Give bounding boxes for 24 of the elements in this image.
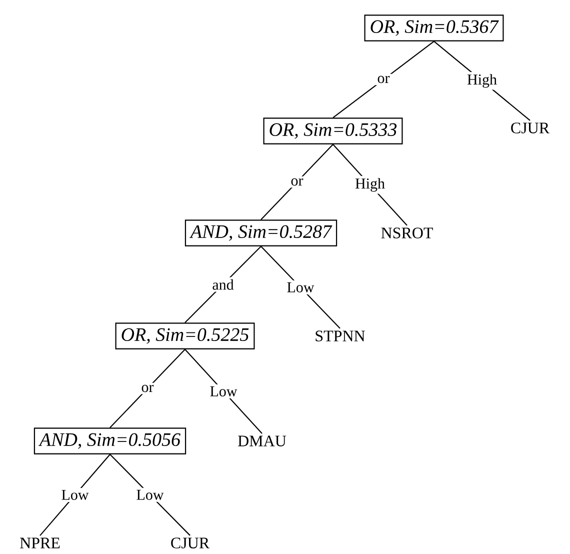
edge-label: Low — [284, 280, 316, 294]
leaf-label: STPNN — [316, 330, 365, 342]
edge-label: High — [353, 176, 387, 194]
edge-label: High — [465, 72, 499, 90]
leaf-label: CJUR — [511, 122, 550, 134]
operator-box: OR, Sim=0.5367 — [364, 14, 504, 42]
leaf-label: NPRE — [20, 538, 60, 548]
branch-line — [110, 348, 186, 428]
edge-label: and — [210, 277, 236, 292]
edge-label: or — [139, 382, 156, 394]
branch-line — [260, 144, 334, 220]
edge-label: or — [288, 176, 306, 188]
operator-box: OR, Sim=0.5333 — [263, 118, 403, 144]
edge-label: Low — [59, 488, 91, 502]
leaf-label: NSROT — [381, 228, 433, 238]
edge-label: Low — [208, 384, 240, 398]
leaf-label: CJUR — [171, 538, 210, 548]
edge-label: or — [375, 74, 392, 86]
branch-line — [332, 40, 434, 118]
operator-box: AND, Sim=0.5056 — [34, 428, 186, 454]
edge-label: Low — [134, 488, 166, 502]
operator-box: OR, Sim=0.5225 — [115, 322, 255, 350]
operator-box: AND, Sim=0.5287 — [184, 220, 338, 246]
leaf-label: DMAU — [238, 436, 286, 446]
